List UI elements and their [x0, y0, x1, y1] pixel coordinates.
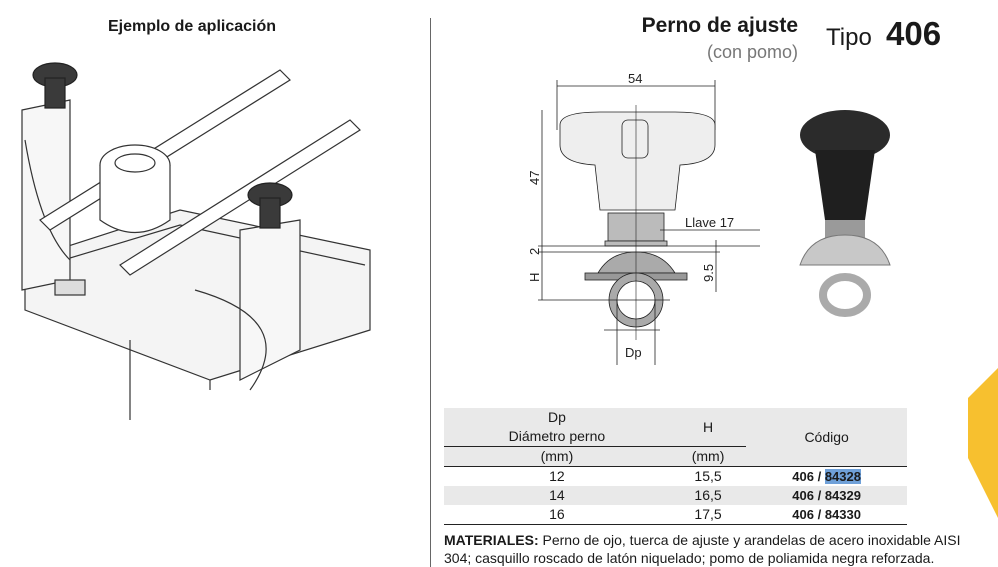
dim-width: 54	[628, 71, 642, 86]
knob-icon-right	[247, 182, 293, 229]
product-photo	[799, 110, 891, 317]
header-code: Código	[746, 408, 907, 467]
table-row: 16 17,5 406 / 84330	[444, 505, 907, 525]
product-subtitle: (con pomo)	[706, 42, 798, 62]
application-illustration	[21, 62, 371, 420]
column-divider	[430, 18, 431, 567]
cell-dp: 12	[549, 468, 565, 484]
product-title: Perno de ajuste	[641, 14, 798, 37]
header-h: H	[669, 408, 747, 447]
knob-icon-left	[32, 62, 78, 109]
cell-h: 15,5	[694, 468, 722, 484]
cell-code: 406 / 84328	[792, 469, 861, 484]
header-dp-unit: (mm)	[444, 446, 670, 467]
header-dp-desc: Diámetro perno	[444, 427, 670, 447]
cell-dp: 14	[444, 486, 670, 505]
cell-h: 16,5	[669, 486, 747, 505]
cell-code: 406 / 84330	[792, 507, 861, 522]
dp-label: Dp	[625, 345, 642, 360]
cell-dp: 16	[549, 506, 565, 522]
materials-text: MATERIALES: Perno de ojo, tuerca de ajus…	[444, 531, 964, 567]
materials-description: Perno de ojo, tuerca de ajuste y arandel…	[444, 532, 961, 566]
application-example-title: Ejemplo de aplicación	[107, 18, 277, 35]
dim-washer: 9.5	[701, 264, 716, 282]
dim-h: H	[527, 273, 542, 282]
cell-h: 17,5	[694, 506, 722, 522]
type-number: 406	[886, 15, 942, 52]
dim-height: 47	[527, 171, 542, 185]
technical-drawing: 54 Llave 17 Dp 47 2 H 9.5	[527, 71, 760, 365]
cell-code: 406 / 84329	[746, 486, 907, 505]
header-dp: Dp	[444, 408, 670, 427]
table-row: 12 15,5 406 / 84328	[444, 466, 907, 487]
wrench-label: Llave 17	[685, 215, 734, 230]
accent-hexagon	[968, 368, 998, 518]
materials-label: MATERIALES:	[444, 532, 539, 548]
dim-gap: 2	[527, 248, 542, 255]
selected-code[interactable]: 84328	[824, 469, 861, 484]
header-h-unit: (mm)	[669, 446, 747, 467]
type-label: Tipo	[826, 24, 872, 51]
